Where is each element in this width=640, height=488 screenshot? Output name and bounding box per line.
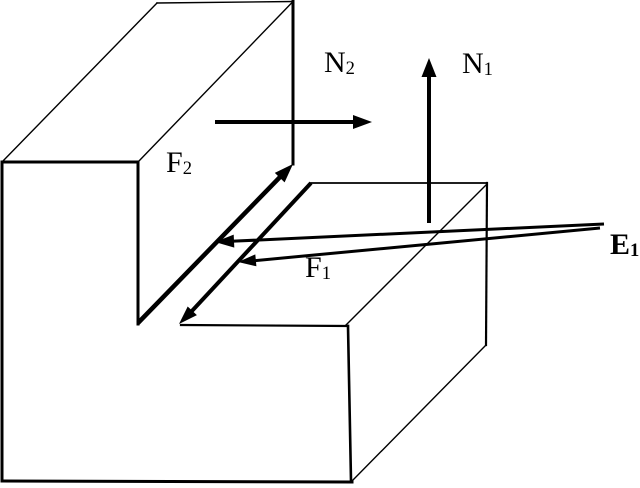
- label-F2: F2: [166, 146, 192, 180]
- label-E1-sub: 1: [630, 240, 640, 262]
- label-N1-sub: 1: [483, 59, 493, 81]
- lower-block-front-right-edge: [346, 324, 353, 483]
- arrow-F1-head: [179, 306, 197, 324]
- label-F2-base: F: [166, 146, 183, 179]
- label-N1-base: N: [462, 47, 484, 80]
- arrow-N2-head: [353, 115, 372, 129]
- upper-block-top-back-edge: [156, 0, 294, 4]
- label-N2-sub: 2: [345, 58, 355, 80]
- lower-block-back-right-edge: [484, 181, 489, 347]
- leader-E1-lower-head: [238, 254, 257, 267]
- label-N2-base: N: [324, 46, 346, 79]
- arrow-F2-shaft: [136, 174, 283, 325]
- label-E1: E1: [610, 228, 640, 262]
- label-F1-base: F: [305, 251, 322, 284]
- label-N2: N2: [324, 46, 355, 80]
- arrow-F2-head: [274, 164, 293, 183]
- label-E1-base: E: [610, 228, 631, 261]
- lower-block-bottom-right-edge: [351, 344, 487, 482]
- upper-block-top-left-edge: [1, 2, 158, 163]
- label-F1-sub: 1: [321, 263, 331, 285]
- arrow-N1-head: [421, 58, 437, 77]
- lower-block-front-top-edge: [179, 323, 350, 328]
- lower-block-top-right-edge: [344, 183, 488, 327]
- bottom-front-edge: [0, 479, 354, 484]
- label-N1: N1: [462, 47, 493, 81]
- label-F2-sub: 2: [182, 158, 192, 180]
- leader-E1-lower-shaft: [252, 226, 601, 263]
- upper-block-top-right-edge: [137, 0, 294, 163]
- leader-E1-upper-shaft: [230, 222, 605, 243]
- label-F1: F1: [305, 251, 331, 285]
- arrow-F1-shaft: [189, 181, 313, 314]
- leader-E1-upper-head: [215, 234, 235, 248]
